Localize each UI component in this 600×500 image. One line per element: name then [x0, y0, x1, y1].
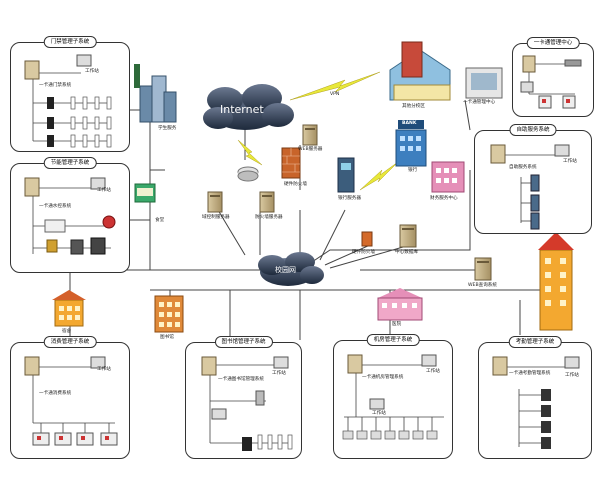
selfservice-system-label: 自助服务系统 [509, 165, 537, 170]
data-center-label: 中心数据库 [395, 250, 418, 255]
water-schematic [24, 177, 116, 255]
attendance-workstation-label: 工作站 [565, 373, 579, 378]
student-service-label: 学生服务 [158, 126, 177, 131]
campus-cloud [258, 252, 324, 286]
student-service-icon [134, 64, 177, 123]
door-schematic [24, 54, 112, 148]
panel-selfservice-title: 自助服务系统 [509, 124, 557, 136]
door-system-label: 一卡通门禁系统 [39, 83, 72, 88]
library-schematic [201, 356, 293, 451]
panel-center-title: 一卡通管理中心 [526, 37, 580, 49]
internet-label: Internet [220, 103, 264, 116]
panel-water: 节能管理子系统 工作站 一卡通水控系统 [10, 157, 130, 273]
computer-system-label: 一卡通机房管理系统 [362, 375, 404, 380]
computer-workstation-label: 工作站 [426, 369, 440, 374]
dorm-label: 宿舍 [62, 329, 72, 334]
panel-door-title: 门禁管理子系统 [43, 36, 97, 48]
finance-label: 财务服务中心 [430, 196, 458, 201]
library-system-label: 一卡通图书馆管理系统 [218, 377, 264, 382]
dorm-icon [52, 290, 86, 327]
panel-attendance: 考勤管理子系统 工作站 一卡通考勤管理系统 [478, 336, 592, 459]
bank-server-label: 银行服务器 [338, 196, 361, 201]
selfservice-schematic [490, 144, 570, 230]
canteen-label: 食堂 [155, 218, 165, 223]
finance-building-icon [431, 161, 465, 193]
panel-consume-title: 消费管理子系统 [43, 336, 97, 348]
panel-water-title: 节能管理子系统 [43, 157, 97, 169]
canteen-icon [134, 183, 156, 203]
soft-fw-label: 硬件防火墙 [352, 250, 375, 255]
attendance-system-label: 一卡通考勤管理系统 [509, 371, 551, 376]
panel-computer: 机房管理子系统 工作站 一卡通机房管理系统 工作站 [333, 334, 453, 459]
fw-server-label: 防火墙服务器 [255, 215, 283, 220]
bank-building-icon [395, 120, 427, 167]
server-icons [207, 124, 492, 281]
consume-system-label: 一卡通消费系统 [39, 391, 72, 396]
computer-workstation2-label: 工作站 [372, 411, 386, 416]
domain-server-label: 域控制服务器 [202, 215, 230, 220]
panel-consume: 消费管理子系统 工作站 一卡通消费系统 [10, 336, 130, 459]
firewall-label: 硬件防火墙 [284, 182, 307, 187]
bank-atm-label: BANK [402, 121, 417, 126]
panel-library: 图书馆管理子系统 工作站 一卡通图书馆管理系统 [185, 336, 302, 459]
internet-cloud [203, 84, 294, 130]
panel-center: 一卡通管理中心 [512, 37, 594, 117]
panel-computer-title: 机房管理子系统 [366, 334, 420, 346]
water-workstation-label: 工作站 [97, 188, 111, 193]
campus-label: 校园网 [275, 266, 296, 274]
attendance-schematic [492, 356, 580, 449]
branch-label: 其他分校区 [402, 104, 425, 109]
tower-building-icon [538, 232, 574, 331]
cardcenter-label: 一卡通管理中心 [463, 100, 496, 105]
web-query-label: WEB查询系统 [468, 283, 497, 288]
center-schematic [520, 55, 582, 109]
panel-selfservice: 自助服务系统 工作站 自助服务系统 [474, 124, 592, 234]
computer-schematic [342, 354, 444, 440]
panel-attendance-title: 考勤管理子系统 [508, 336, 562, 348]
router-icon [237, 166, 259, 182]
selfservice-workstation-label: 工作站 [563, 159, 577, 164]
hospital-icon [377, 288, 423, 321]
branch-campus-icon [389, 41, 451, 101]
water-system-label: 一卡通水控系统 [39, 204, 72, 209]
library-building-icon [154, 295, 184, 333]
vpn-label: VPN [330, 92, 340, 97]
consume-schematic [24, 356, 118, 446]
web-server-label: WEB服务器 [298, 147, 323, 152]
firewall-icon [281, 147, 301, 179]
hospital-label: 医院 [392, 322, 402, 327]
library-workstation-label: 工作站 [272, 371, 286, 376]
panel-door: 门禁管理子系统 工作站 一卡通门禁系统 [10, 36, 130, 152]
card-center-icon [465, 67, 503, 99]
atm-icon [337, 157, 355, 193]
consume-workstation-label: 工作站 [97, 367, 111, 372]
door-workstation-label: 工作站 [85, 69, 99, 74]
library-bld-label: 图书馆 [160, 335, 174, 340]
panel-library-title: 图书馆管理子系统 [214, 336, 273, 348]
bank-label: 银行 [408, 168, 418, 173]
